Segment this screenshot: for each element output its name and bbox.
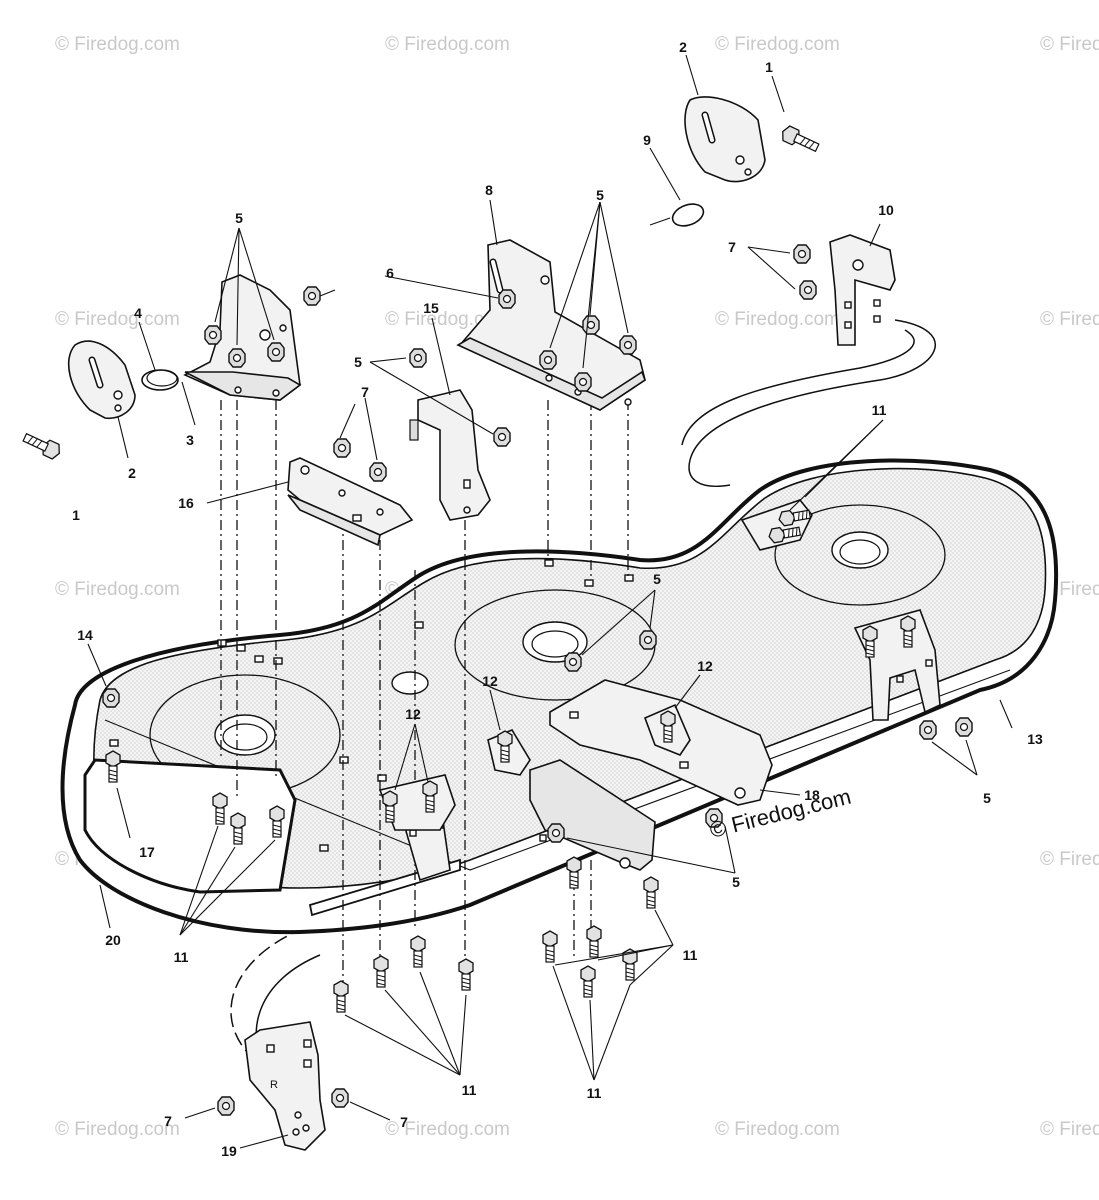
callout-label: 17 <box>139 844 155 860</box>
callout-label: 11 <box>683 947 698 963</box>
callout-label: 4 <box>134 305 142 321</box>
callout-label: 5 <box>596 187 604 203</box>
callout-label: 2 <box>679 39 687 55</box>
callout-label: 11 <box>587 1085 602 1101</box>
watermark-text: © Firedog.com <box>55 309 180 330</box>
spring-left <box>141 369 179 391</box>
callout-label: 1 <box>765 59 773 75</box>
watermark-text: © Firedog.com <box>55 1119 180 1140</box>
callout-label: 7 <box>400 1114 408 1130</box>
callout-label: 18 <box>804 787 820 803</box>
callout-label: 19 <box>221 1143 237 1159</box>
watermark-text: © Firedog.com <box>1040 309 1099 330</box>
watermark-text: © Firedog.com <box>715 309 840 330</box>
callout-label: 9 <box>643 132 651 148</box>
callout-label: 7 <box>361 384 369 400</box>
callout-label: 12 <box>697 658 713 674</box>
watermark-text: © Firedog.com <box>1040 34 1099 55</box>
callout-label: 5 <box>983 790 991 806</box>
callout-label: 11 <box>462 1082 477 1098</box>
watermark-text: © Firedog.com <box>55 579 180 600</box>
callout-label: 12 <box>482 673 498 689</box>
deck-hanger-bracket-19: R <box>244 1021 326 1151</box>
bracket-mark: R <box>270 1079 278 1091</box>
watermark-text: © Firedog.com <box>715 1119 840 1140</box>
callout-label: 1 <box>72 507 80 523</box>
callout-label: 10 <box>878 202 894 218</box>
callout-label: 8 <box>485 182 493 198</box>
watermark-text: © Firedog.com <box>1040 849 1099 870</box>
callout-label: 15 <box>423 300 439 316</box>
spring-right <box>649 203 705 227</box>
callout-label: 5 <box>653 571 661 587</box>
shoulder-bolt-right <box>782 125 820 153</box>
callout-label: 12 <box>405 706 421 722</box>
callout-label: 20 <box>105 932 121 948</box>
idler-plate-left <box>67 340 136 420</box>
callout-label: 7 <box>728 239 736 255</box>
callout-label: 11 <box>872 402 887 418</box>
watermark-text: © Firedog.com <box>55 34 180 55</box>
callout-label: 5 <box>354 354 362 370</box>
idler-bracket-center <box>456 239 646 411</box>
mounting-bracket-16 <box>287 457 414 547</box>
belt-guide-bracket <box>409 389 491 521</box>
callout-label: 2 <box>128 465 136 481</box>
deck-hanger-bracket-10 <box>829 234 896 346</box>
callout-labels: 2 1 9 8 5 10 5 7 6 15 4 5 7 11 3 2 16 1 … <box>72 39 1043 1159</box>
leader-lines <box>87 54 1013 1149</box>
callout-label: 7 <box>164 1113 172 1129</box>
callout-label: 3 <box>186 432 194 448</box>
callout-label: 11 <box>174 949 189 965</box>
callout-label: 16 <box>178 495 194 511</box>
idler-plate-right <box>684 96 766 183</box>
watermark-text: © Firedog.com <box>385 34 510 55</box>
watermark-text: © Firedog.com <box>385 1119 510 1140</box>
callout-label: 14 <box>77 627 93 643</box>
watermark-text: © Firedog.com <box>1040 1119 1099 1140</box>
callout-label: 5 <box>235 210 243 226</box>
callout-label: 13 <box>1027 731 1043 747</box>
alignment-lines <box>220 400 629 990</box>
watermark-text: © Firedog.com <box>715 34 840 55</box>
callout-label: 5 <box>732 874 740 890</box>
shoulder-bolt-left <box>22 432 60 460</box>
callout-label: 6 <box>386 265 394 281</box>
mower-deck-housing <box>60 458 1059 935</box>
idler-bracket-left <box>183 274 302 401</box>
